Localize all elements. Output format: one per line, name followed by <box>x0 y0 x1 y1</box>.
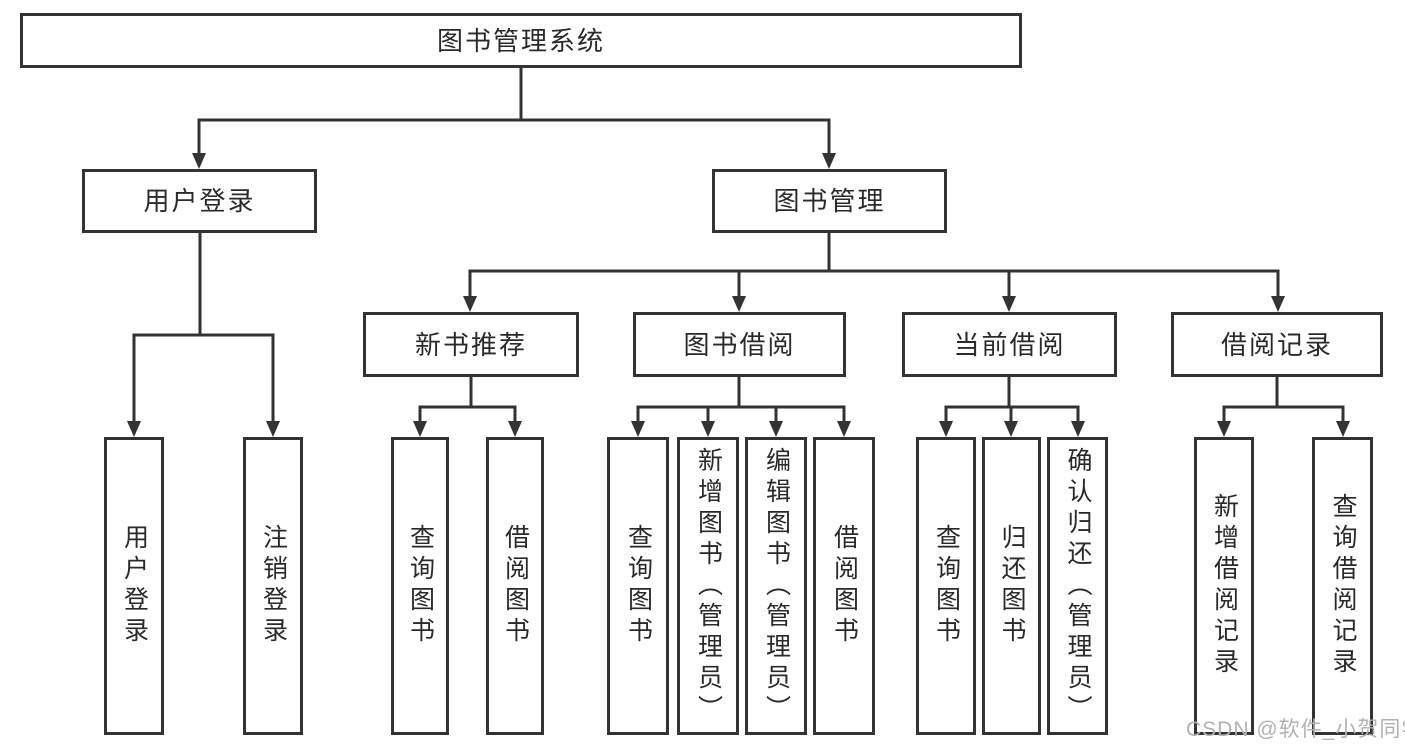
node-leaf-edit-book-admin: 编辑图书（管理员） <box>745 437 807 735</box>
node-leaf-query-borrow-record: 查询借阅记录 <box>1312 437 1373 735</box>
csdn-watermark: CSDN @软件_小贺同学 <box>1186 718 1405 741</box>
node-leaf-add-borrow-record: 新增借阅记录 <box>1194 437 1254 735</box>
node-leaf-user-login: 用户登录 <box>104 437 164 735</box>
node-leaf-query-books-current: 查询图书 <box>916 437 976 735</box>
node-leaf-query-books-recommend: 查询图书 <box>391 437 449 735</box>
node-leaf-logout: 注销登录 <box>243 437 303 735</box>
node-leaf-return-book: 归还图书 <box>982 437 1041 735</box>
node-book-borrowing: 图书借阅 <box>633 312 846 377</box>
node-leaf-borrow-books-recommend: 借阅图书 <box>486 437 544 735</box>
node-leaf-add-book-admin: 新增图书（管理员） <box>677 437 739 735</box>
node-borrowing-records: 借阅记录 <box>1171 312 1383 377</box>
node-leaf-confirm-return-admin: 确认归还（管理员） <box>1047 437 1108 735</box>
node-user-login-branch: 用户登录 <box>82 169 317 233</box>
node-root-system: 图书管理系统 <box>20 13 1022 68</box>
node-current-borrowing: 当前借阅 <box>902 312 1117 377</box>
node-leaf-query-books-borrowing: 查询图书 <box>607 437 669 735</box>
node-book-management-branch: 图书管理 <box>712 169 947 233</box>
node-leaf-borrow-books: 借阅图书 <box>813 437 875 735</box>
node-new-book-recommend: 新书推荐 <box>363 312 579 377</box>
